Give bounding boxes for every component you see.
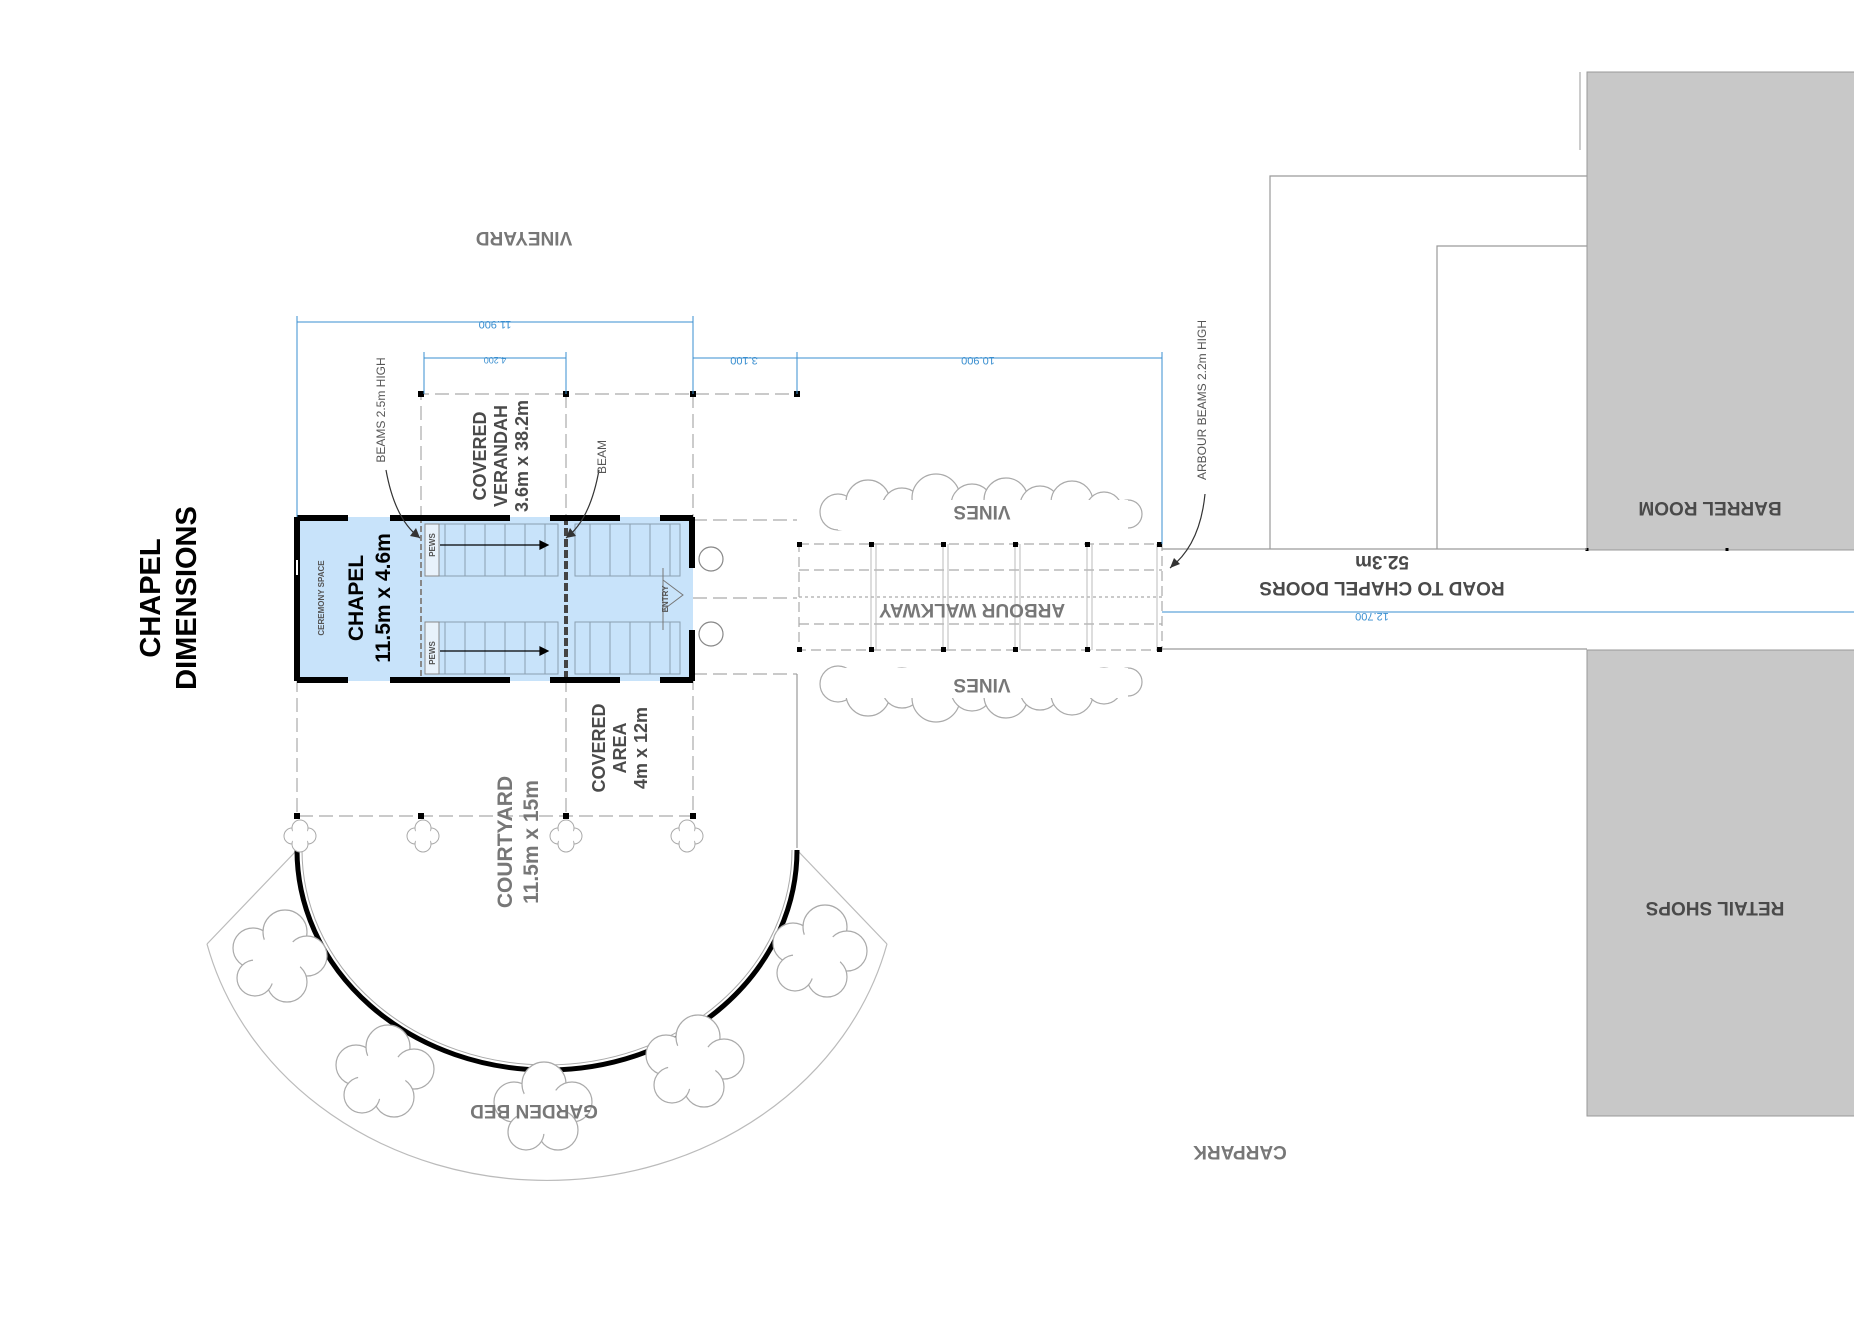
aisle-arrows [440,540,550,656]
dim-verandah-width: 4.200 [484,355,507,365]
garden-bed-label: GARDEN BED [470,1100,598,1121]
vines-top-label: VINES [953,501,1010,522]
covered-area-label-1: COVERED [589,703,609,792]
chapel-floor [297,517,693,681]
vines-bottom-label: VINES [953,674,1010,695]
arbour-beams-note: ARBOUR BEAMS 2.2m HIGH [1195,320,1209,480]
pews-label-bottom: PEWS [428,641,437,665]
road-length-label: 52.3m [1355,551,1409,572]
barrel-room-label: BARREL ROOM [1638,497,1781,518]
entry-door [662,568,684,630]
arbour-walkway-label: ARBOUR WALKWAY [879,599,1065,620]
verandah-label-2: VERANDAH [491,405,511,507]
column [698,621,724,647]
arbour-walkway [797,542,1163,652]
dim-overall: 11.900 [479,318,512,330]
chapel-building [294,515,724,683]
pews [429,523,681,675]
dim-arbour: 10.900 [961,354,995,366]
vines-shrubs-bottom [819,665,1143,723]
retail-shops-label: RETAIL SHOPS [1646,897,1785,918]
pews-label-top: PEWS [428,533,437,557]
beam-note: BEAM [595,440,609,474]
courtyard-shrubs [283,819,704,853]
buildings [1269,71,1854,1117]
title-line1: CHAPEL [135,538,167,657]
ceremony-space-label: CEREMONY SPACE [317,560,326,636]
garden-shrubs [232,904,868,1151]
verandah-size-label: 3.6m x 38.2m [512,400,532,512]
retail-shops-block [1586,649,1854,1117]
building-outline-inner [1436,245,1587,549]
dim-road: 12.700 [1355,610,1389,622]
courtyard [206,674,888,1182]
chapel-label: CHAPEL [345,555,368,642]
barrel-room-block [1586,71,1854,551]
covered-area-label-2: AREA [610,722,630,773]
vineyard-label: VINEYARD [476,227,572,248]
road-label: ROAD TO CHAPEL DOORS [1259,577,1504,598]
carpark-label: CARPARK [1193,1141,1287,1162]
dimension-lines [296,316,1163,544]
verandah-label-1: COVERED [470,411,490,500]
courtyard-size-label: 11.5m x 15m [520,780,543,904]
dim-gap: 3.100 [730,354,758,366]
covered-area-size-label: 4m x 12m [631,707,651,789]
building-outline-upper [1269,175,1587,549]
beams-note: BEAMS 2.5m HIGH [374,357,388,462]
garden-bed-outline [206,943,888,1182]
road [1162,548,1854,650]
vines-shrubs-top [819,473,1143,531]
column [698,546,724,572]
title-line2: DIMENSIONS [171,506,203,690]
chapel-size-label: 11.5m x 4.6m [372,533,395,663]
entry-label: ENTRY [661,585,670,612]
courtyard-label: COURTYARD [494,776,517,908]
